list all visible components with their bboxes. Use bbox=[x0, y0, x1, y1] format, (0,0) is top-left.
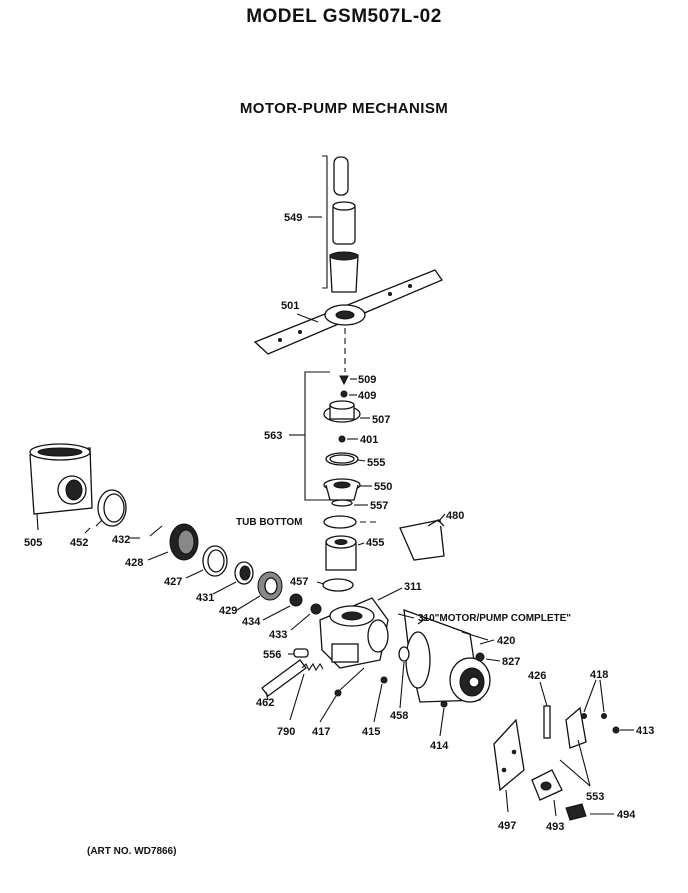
part-414-bolt bbox=[439, 700, 448, 737]
tub-bottom-ring: TUB BOTTOM bbox=[236, 515, 378, 529]
part-462-hose bbox=[261, 659, 307, 701]
part-432-pin bbox=[130, 525, 163, 539]
part-494-pad bbox=[565, 803, 614, 821]
label-509: 509 bbox=[358, 374, 376, 386]
part-509-screw bbox=[339, 375, 357, 386]
part-505-inlet-housing bbox=[29, 443, 93, 531]
label-557: 557 bbox=[370, 500, 388, 512]
label-455: 455 bbox=[366, 537, 384, 549]
label-462: 462 bbox=[256, 697, 274, 709]
label-434: 434 bbox=[242, 616, 261, 628]
part-428-impeller bbox=[147, 523, 199, 561]
label-415: 415 bbox=[362, 726, 380, 738]
model-title: MODEL GSM507L-02 bbox=[246, 6, 442, 27]
label-493: 493 bbox=[546, 821, 564, 833]
label-429: 429 bbox=[219, 605, 237, 617]
part-563-bracket bbox=[289, 371, 330, 501]
part-420-clip bbox=[461, 631, 495, 645]
label-413: 413 bbox=[636, 725, 654, 737]
label-452: 452 bbox=[70, 537, 88, 549]
part-480-cover bbox=[399, 513, 446, 561]
label-401: 401 bbox=[360, 434, 378, 446]
part-501-spray-arm bbox=[253, 269, 443, 355]
part-413-screw bbox=[612, 726, 634, 734]
label-827: 827 bbox=[502, 656, 520, 668]
label-790: 790 bbox=[277, 726, 295, 738]
label-505: 505 bbox=[24, 537, 42, 549]
art-number: (ART NO. WD7866) bbox=[87, 846, 177, 857]
part-452-clamp bbox=[84, 489, 127, 534]
label-427: 427 bbox=[164, 576, 182, 588]
label-480: 480 bbox=[446, 510, 464, 522]
label-501: 501 bbox=[281, 300, 299, 312]
part-458-gasket bbox=[398, 646, 410, 709]
label-549: 549 bbox=[284, 212, 302, 224]
part-310-motor bbox=[397, 609, 491, 703]
part-427-ring bbox=[185, 545, 228, 579]
part-455-seal bbox=[325, 535, 365, 571]
part-553-bracket bbox=[559, 706, 591, 787]
label-507: 507 bbox=[372, 414, 390, 426]
label-497: 497 bbox=[498, 820, 516, 832]
part-550-housing bbox=[323, 478, 372, 501]
part-401-ball bbox=[338, 435, 358, 443]
label-556: 556 bbox=[263, 649, 281, 661]
label-494: 494 bbox=[617, 809, 636, 821]
part-311-pump-housing bbox=[319, 587, 403, 669]
label-432: 432 bbox=[112, 534, 130, 546]
label-457: 457 bbox=[290, 576, 308, 588]
part-507-hub bbox=[323, 400, 370, 423]
part-557-nut bbox=[331, 499, 368, 507]
label-550: 550 bbox=[374, 481, 392, 493]
label-431: 431 bbox=[196, 592, 214, 604]
part-790-spring bbox=[289, 662, 324, 721]
label-426: 426 bbox=[528, 670, 546, 682]
label-418: 418 bbox=[590, 669, 608, 681]
part-431-seal bbox=[212, 561, 254, 595]
part-497-mount-plate bbox=[493, 718, 525, 813]
caption-motor-pump-complete: 310"MOTOR/PUMP COMPLETE" bbox=[418, 613, 571, 624]
label-417: 417 bbox=[312, 726, 330, 738]
label-458: 458 bbox=[390, 710, 408, 722]
label-414: 414 bbox=[430, 740, 449, 752]
part-556-plug bbox=[288, 648, 309, 658]
label-555: 555 bbox=[367, 457, 385, 469]
label-433: 433 bbox=[269, 629, 287, 641]
part-433-bearing bbox=[290, 603, 322, 631]
part-827-fastener bbox=[475, 652, 501, 662]
part-434-nut bbox=[262, 593, 303, 621]
section-title: MOTOR-PUMP MECHANISM bbox=[239, 100, 449, 117]
part-493-grommet bbox=[531, 769, 563, 817]
label-420: 420 bbox=[497, 635, 515, 647]
part-417-screw bbox=[319, 667, 365, 723]
label-428: 428 bbox=[125, 557, 143, 569]
part-426-strap bbox=[539, 681, 551, 739]
label-311: 311 bbox=[404, 581, 422, 593]
label-563: 563 bbox=[264, 430, 282, 442]
label-553: 553 bbox=[586, 791, 604, 803]
part-555-seal-ring bbox=[325, 452, 366, 466]
part-457-ring bbox=[316, 578, 354, 592]
part-418-screws bbox=[581, 679, 607, 719]
label-409: 409 bbox=[358, 390, 376, 402]
caption-tub-bottom: TUB BOTTOM bbox=[236, 517, 302, 528]
part-549-spray-tower bbox=[308, 155, 359, 293]
part-415-washer bbox=[373, 676, 388, 723]
part-409-washer bbox=[340, 390, 357, 398]
part-429-impeller bbox=[236, 571, 283, 611]
